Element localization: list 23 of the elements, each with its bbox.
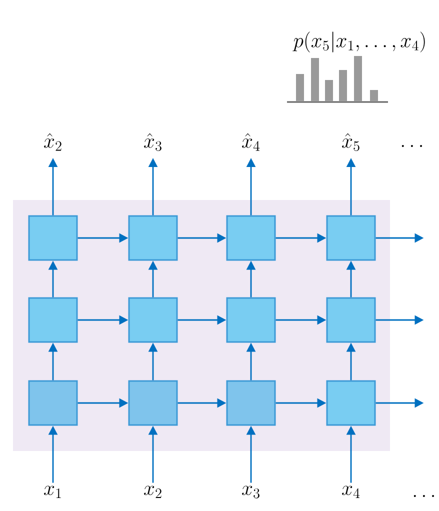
cell-box xyxy=(128,297,178,343)
symbol-label: $x_2$ xyxy=(144,486,162,498)
symbol-label: $x_3$ xyxy=(242,486,260,498)
symbol-label: $\hat{x}_3$ xyxy=(144,133,162,152)
cell-box xyxy=(28,380,78,426)
cell-box xyxy=(128,380,178,426)
cell-box xyxy=(226,380,276,426)
symbol-label: $\hat{x}_2$ xyxy=(44,133,62,151)
cell-box xyxy=(326,215,376,261)
symbol-label: $\hat{x}_4$ xyxy=(242,133,260,151)
ellipsis: $\ldots$ xyxy=(402,145,422,147)
symbol-label: $x_4$ xyxy=(342,486,360,498)
cell-box xyxy=(128,215,178,261)
cell-box xyxy=(28,215,78,261)
symbol-label: $x_1$ xyxy=(44,486,61,498)
cell-box xyxy=(326,297,376,343)
cell-box xyxy=(226,215,276,261)
formula: $p(x_5|x_1,\ldots,x_4)$ xyxy=(292,32,425,52)
symbol-label: $\hat{x}_5$ xyxy=(342,133,360,152)
cell-box xyxy=(28,297,78,343)
ellipsis: $\ldots$ xyxy=(414,495,434,498)
cell-box xyxy=(326,380,376,426)
cell-box xyxy=(226,297,276,343)
